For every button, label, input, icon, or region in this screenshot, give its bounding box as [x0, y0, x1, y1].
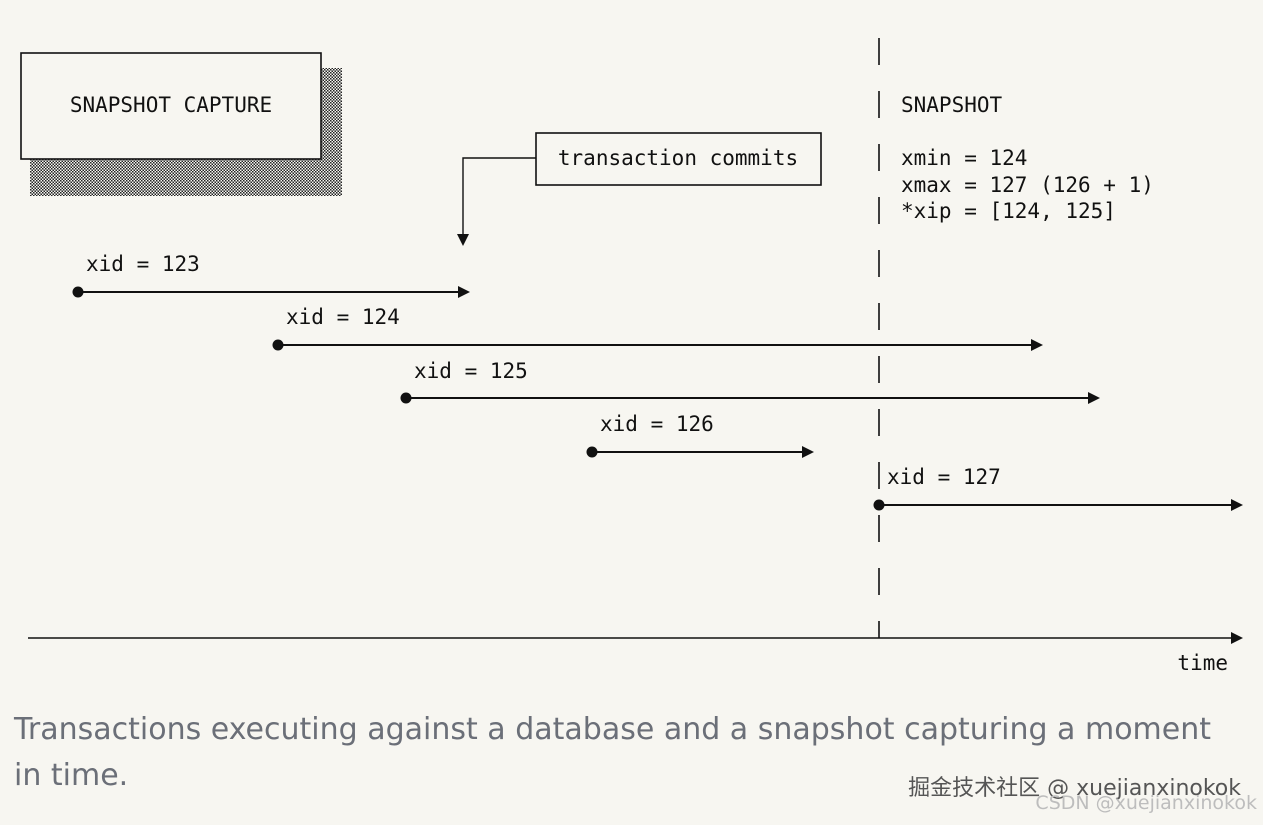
transaction-label: xid = 125: [414, 359, 528, 383]
commit-pointer-line: [462, 157, 536, 236]
transaction-label: xid = 123: [86, 252, 200, 276]
transaction-arrowhead: [458, 286, 470, 298]
transaction-125: xid = 125: [400, 359, 1100, 404]
watermark-primary: 掘金技术社区 @ xuejianxinokok: [908, 776, 1241, 801]
transaction-label: xid = 127: [887, 465, 1001, 489]
transaction-arrowhead: [1031, 339, 1043, 351]
transaction-arrowhead: [1088, 392, 1100, 404]
snapshot-info: SNAPSHOT xmin = 124 xmax = 127 (126 + 1)…: [901, 93, 1154, 223]
time-axis-arrowhead: [1231, 632, 1243, 644]
snapshot-xip: *xip = [124, 125]: [901, 199, 1116, 223]
transaction-124: xid = 124: [272, 305, 1043, 351]
commit-box-label: transaction commits: [558, 146, 798, 170]
watermark-secondary: CSDN @xuejianxinokok: [1035, 792, 1257, 814]
snapshot-xmax: xmax = 127 (126 + 1): [901, 173, 1154, 197]
commit-callout: transaction commits: [457, 132, 822, 246]
transaction-127: xid = 127: [873, 465, 1243, 511]
transaction-123: xid = 123: [72, 252, 470, 298]
transaction-arrowhead: [802, 446, 814, 458]
snapshot-xmin: xmin = 124: [901, 146, 1027, 170]
transaction-label: xid = 126: [600, 412, 714, 436]
transaction-label: xid = 124: [286, 305, 400, 329]
snapshot-title: SNAPSHOT: [901, 93, 1003, 117]
time-axis-label: time: [1177, 651, 1228, 675]
capture-box-frame: [20, 52, 322, 160]
snapshot-capture-box: SNAPSHOT CAPTURE: [20, 52, 342, 196]
snapshot-diagram: SNAPSHOT CAPTURE transaction commits SNA…: [20, 38, 1243, 675]
time-axis: time: [28, 632, 1243, 675]
commit-box-frame: [535, 132, 822, 186]
commit-pointer-arrowhead: [457, 234, 469, 246]
transaction-arrowhead: [1231, 499, 1243, 511]
capture-box-label: SNAPSHOT CAPTURE: [70, 93, 272, 117]
figure-caption: Transactions executing against a databas…: [14, 712, 1212, 793]
transaction-126: xid = 126: [586, 412, 814, 458]
